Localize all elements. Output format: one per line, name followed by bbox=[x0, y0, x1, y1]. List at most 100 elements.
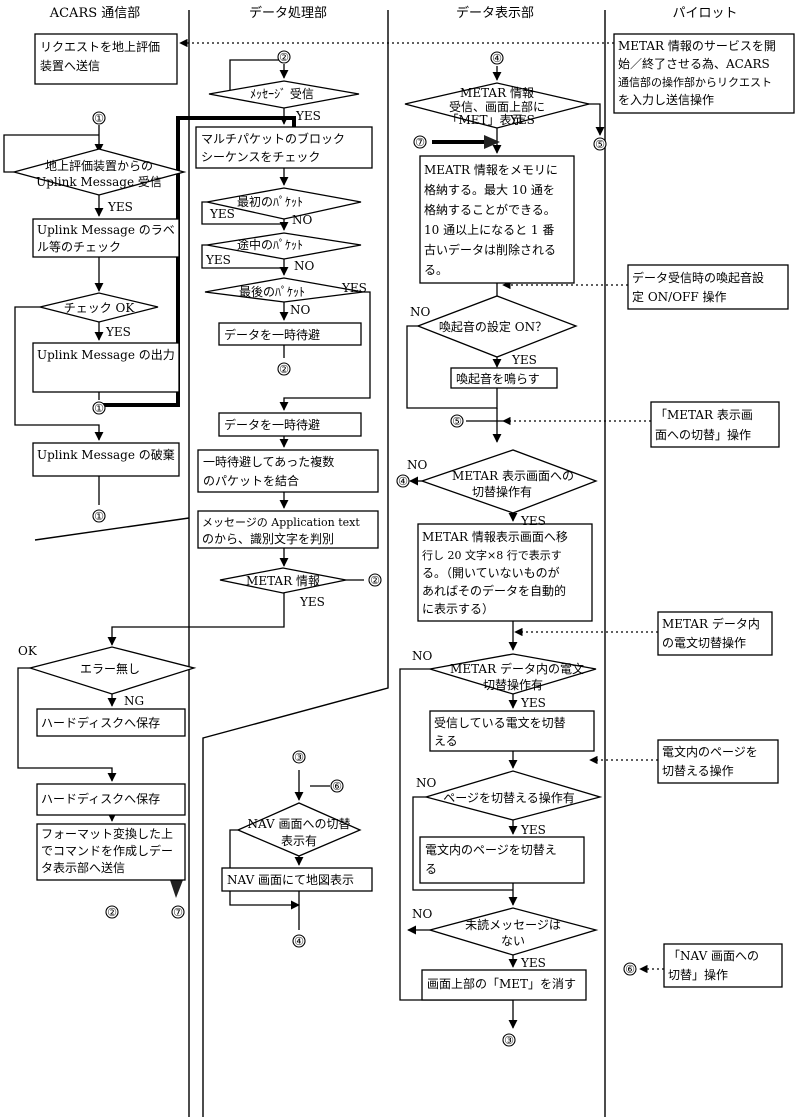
proc-metar-decision: METAR 情報 bbox=[219, 567, 347, 594]
acars-discard-box: Uplink Message の破棄 bbox=[32, 442, 180, 477]
proc-middle-packet-decision: 途中のﾊﾟｹｯﾄ bbox=[206, 232, 362, 260]
edge-yes-unread: YES bbox=[520, 956, 546, 970]
edge-yes-msg: YES bbox=[295, 109, 321, 123]
acars-receive-line2: Uplink Message 受信 bbox=[36, 175, 162, 189]
pilot-page-op-line2: 切替える操作 bbox=[662, 763, 734, 778]
swimlane-dividers bbox=[34, 10, 606, 1117]
disp-switch-screen-decision: METAR 表示画面への 切替操作有 bbox=[420, 449, 598, 514]
disp-switch-page-line1: 電文内のページを切替え bbox=[425, 842, 557, 857]
acars-receive-decision: 地上評価装置からの Uplink Message 受信 bbox=[11, 148, 187, 196]
svg-text:①: ① bbox=[94, 112, 104, 125]
edge-yes-first: YES bbox=[209, 207, 235, 221]
proc-join-line1: 一時待避してあった複数 bbox=[203, 454, 334, 469]
disp-store-memory-box: MEATR 情報をメモリに 格納する。最大 10 通を 格納することができる。 … bbox=[419, 155, 575, 284]
connector-2-metar: ② bbox=[368, 573, 382, 587]
svg-text:⑦: ⑦ bbox=[173, 906, 183, 919]
pilot-signal-lines bbox=[179, 38, 664, 974]
disp-telegram-switch-decision: METAR データ内の電文 切替操作有 bbox=[429, 653, 597, 695]
disp-store-line3: 格納することができる。 bbox=[424, 202, 556, 217]
lane-header-display: データ表示部 bbox=[456, 5, 534, 21]
edge-yes-telegram: YES bbox=[520, 696, 546, 710]
acars-save-hdd-box-2: ハードディスクへ保存 bbox=[36, 783, 186, 816]
disp-show-metar-line4: あればそのデータを自動的 bbox=[422, 583, 566, 598]
disp-switch-screen-line1: METAR 表示画面への bbox=[452, 469, 574, 483]
disp-unread-decision: 未読メッセージは ない bbox=[427, 907, 599, 956]
edge-yes-middle: YES bbox=[205, 253, 231, 267]
acars-receive-line1: 地上評価装置からの bbox=[45, 158, 153, 173]
lane-header-acars: ACARS 通信部 bbox=[49, 6, 141, 21]
connector-4-disp-left: ④ bbox=[396, 474, 410, 488]
edge-no-page: NO bbox=[416, 776, 437, 790]
lane-header-pilot: パイロット bbox=[672, 6, 737, 21]
proc-msg-receive-label: ﾒｯｾｰｼﾞ 受信 bbox=[250, 87, 314, 101]
edge-no-telegram: NO bbox=[412, 649, 433, 663]
proc-metar-label: METAR 情報 bbox=[246, 574, 320, 588]
edge-no-last: NO bbox=[290, 303, 311, 317]
pilot-nav-op-line2: 切替」操作 bbox=[668, 967, 728, 982]
disp-show-metar-line3: る。（開いていないものが bbox=[422, 565, 560, 580]
disp-alarm-label: 喚起音の設定 ON？ bbox=[439, 319, 547, 334]
pilot-switch-metar-line2: 面への切替」操作 bbox=[655, 427, 751, 442]
svg-text:②: ② bbox=[279, 51, 289, 64]
connector-6-proc: ⑥ bbox=[330, 779, 344, 793]
svg-text:④: ④ bbox=[294, 935, 304, 948]
connector-2-proc-mid: ② bbox=[277, 362, 291, 376]
pilot-alarm-onoff-line1: データ受信時の喚起音設 bbox=[632, 270, 764, 285]
connector-2-acars: ② bbox=[105, 905, 119, 919]
proc-block-check-box: マルチパケットのブロック シーケンスをチェック bbox=[195, 126, 373, 169]
proc-temp-save-box-1: データを一時待避 bbox=[218, 322, 362, 346]
edge-yes-metar: YES bbox=[299, 595, 325, 609]
proc-last-packet-decision: 最後のﾊﾟｹｯﾄ bbox=[204, 277, 364, 303]
pilot-start-stop-line3: 通信部の操作部からリクエスト bbox=[618, 75, 772, 89]
connectors: ① ① ① ② ② ② ② ⑦ ③ ⑥ ④ ④ ⑦ ⑤ ⑤ ④ ③ ⑥ bbox=[92, 50, 637, 1047]
edge-ok-error: OK bbox=[18, 644, 38, 658]
connector-3-proc: ③ bbox=[292, 750, 306, 764]
connector-5-disp-right: ⑤ bbox=[593, 137, 607, 151]
proc-temp-save-box-2: データを一時待避 bbox=[218, 412, 362, 437]
edge-no-unread: NO bbox=[412, 907, 433, 921]
disp-store-line5: 古いデータは削除される bbox=[424, 242, 556, 257]
disp-show-metar-line5: に表示する） bbox=[422, 602, 494, 616]
svg-text:③: ③ bbox=[294, 751, 304, 764]
disp-alarm-decision: 喚起音の設定 ON？ bbox=[416, 295, 578, 358]
disp-metar-receive-line3: 「MET」表示 bbox=[446, 113, 523, 127]
pilot-start-stop-box: METAR 情報のサービスを開 始／終了させる為、ACARS 通信部の操作部から… bbox=[613, 33, 795, 114]
disp-show-metar-line2: 行し 20 文字×8 行で表示す bbox=[422, 548, 562, 562]
proc-nav-map-box: NAV 画面にて地図表示 bbox=[221, 867, 373, 892]
proc-temp-save-label-1: データを一時待避 bbox=[224, 327, 320, 342]
connector-1-mid: ① bbox=[92, 401, 106, 415]
edge-yes-page: YES bbox=[520, 823, 546, 837]
connector-7-acars: ⑦ bbox=[171, 905, 185, 919]
disp-metar-receive-decision: METAR 情報 受信、画面上部に 「MET」表示 bbox=[404, 82, 590, 129]
proc-join-packets-box: 一時待避してあった複数 のパケットを結合 bbox=[197, 449, 379, 493]
disp-show-metar-line1: METAR 情報表示画面へ移 bbox=[422, 530, 568, 544]
connector-6-pilot: ⑥ bbox=[623, 962, 637, 976]
connector-1-top: ① bbox=[92, 111, 106, 125]
svg-text:①: ① bbox=[94, 402, 104, 415]
pilot-start-stop-line1: METAR 情報のサービスを開 bbox=[618, 39, 776, 53]
acars-format-line2: でコマンドを作成しデー bbox=[41, 843, 173, 858]
disp-switch-telegram-line2: える bbox=[434, 734, 458, 748]
acars-request-line2: 装置へ送信 bbox=[40, 58, 100, 73]
disp-sound-alarm-label: 喚起音を鳴らす bbox=[456, 371, 540, 386]
edge-ng-error: NG bbox=[124, 694, 144, 708]
svg-text:②: ② bbox=[107, 906, 117, 919]
acars-format-line1: フォーマット変換した上 bbox=[41, 826, 173, 841]
svg-text:④: ④ bbox=[398, 475, 408, 488]
proc-first-packet-decision: 最初のﾊﾟｹｯﾄ bbox=[206, 187, 362, 220]
disp-show-metar-box: METAR 情報表示画面へ移 行し 20 文字×8 行で表示す る。（開いていな… bbox=[417, 523, 593, 622]
svg-text:④: ④ bbox=[492, 52, 502, 65]
disp-store-line1: MEATR 情報をメモリに bbox=[424, 163, 558, 177]
disp-switch-page-line2: る bbox=[425, 862, 437, 876]
disp-switch-page-box: 電文内のページを切替え る bbox=[419, 836, 585, 884]
connector-5-disp-mid: ⑤ bbox=[450, 414, 464, 428]
pilot-switch-metar-box: 「METAR 表示画 面への切替」操作 bbox=[650, 401, 780, 448]
acars-check-ok-label: チェック OK bbox=[64, 301, 136, 315]
svg-text:②: ② bbox=[370, 574, 380, 587]
edge-no-middle: NO bbox=[294, 259, 315, 273]
proc-nav-switch-line1: NAV 画面への切替 bbox=[247, 817, 350, 831]
acars-label-check-line1: Uplink Message のラベ bbox=[37, 223, 175, 237]
connector-3-disp: ③ bbox=[502, 1033, 516, 1047]
acars-discard-label: Uplink Message の破棄 bbox=[37, 447, 175, 462]
